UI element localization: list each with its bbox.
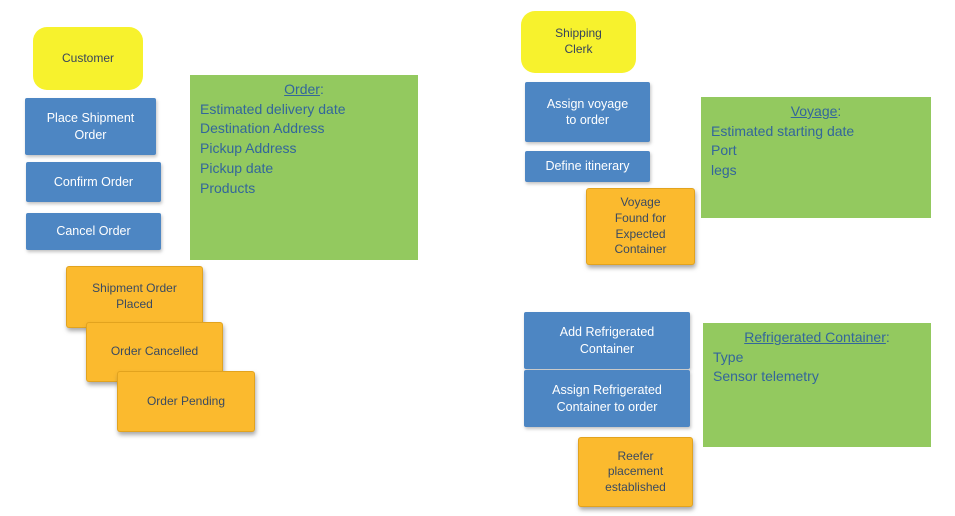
entity-title-text: Order [284,81,320,97]
entity-attribute: Pickup Address [200,140,297,157]
entity-title-colon: : [837,103,842,119]
command-note-place-shipment-order[interactable]: Place Shipment Order [25,98,156,155]
command-label: Assign Refrigerated Container to order [552,383,662,414]
command-label: Define itinerary [545,159,630,174]
command-label: Cancel Order [56,224,131,239]
command-label: Add Refrigerated Container [559,325,655,356]
command-note-define-itinerary[interactable]: Define itinerary [525,151,650,182]
event-label: Voyage Found for Expected Container [614,195,667,257]
event-label: Shipment Order Placed [92,281,177,311]
actor-label: Customer [61,50,114,65]
event-label: Reefer placement established [605,448,666,494]
entity-title-text: Voyage [790,103,838,119]
command-label: Place Shipment Order [46,111,135,142]
entity-title: Voyage: [711,102,921,122]
entity-attribute: Type [713,348,744,365]
entity-attribute: Pickup date [200,160,274,177]
command-label: Assign voyage to order [546,96,629,127]
command-note-cancel-order[interactable]: Cancel Order [26,213,161,250]
entity-attribute: Sensor telemetry [713,368,819,385]
entity-title: Refrigerated Container: [713,328,921,348]
entity-attribute: Products [200,180,256,197]
actor-note-customer[interactable]: Customer [33,27,143,90]
event-note-order-pending[interactable]: Order Pending [117,371,255,432]
actor-label: Shipping Clerk [555,26,602,56]
event-label: Order Pending [146,393,226,408]
event-note-shipment-order-placed[interactable]: Shipment Order Placed [66,266,203,328]
command-note-add-refrigerated-container[interactable]: Add Refrigerated Container [524,312,690,369]
entity-attribute: Estimated delivery date [200,100,346,117]
event-label: Order Cancelled [110,344,199,359]
command-note-assign-refrigerated-container-to-order[interactable]: Assign Refrigerated Container to order [524,370,690,427]
entity-title-colon: : [885,329,890,345]
event-note-voyage-found-for-expected-container[interactable]: Voyage Found for Expected Container [586,188,695,265]
entity-attribute: Estimated starting date [711,122,855,139]
entity-attribute: legs [711,162,737,179]
command-note-assign-voyage-to-order[interactable]: Assign voyage to order [525,82,650,142]
actor-note-shipping-clerk[interactable]: Shipping Clerk [521,11,636,73]
entity-title: Order: [200,80,408,100]
entity-title-text: Refrigerated Container [744,329,886,345]
entity-title-colon: : [319,81,324,97]
entity-attribute: Destination Address [200,120,325,137]
command-note-confirm-order[interactable]: Confirm Order [26,162,161,202]
command-label: Confirm Order [53,174,134,189]
event-note-reefer-placement-established[interactable]: Reefer placement established [578,437,693,507]
entity-attribute: Port [711,142,737,159]
